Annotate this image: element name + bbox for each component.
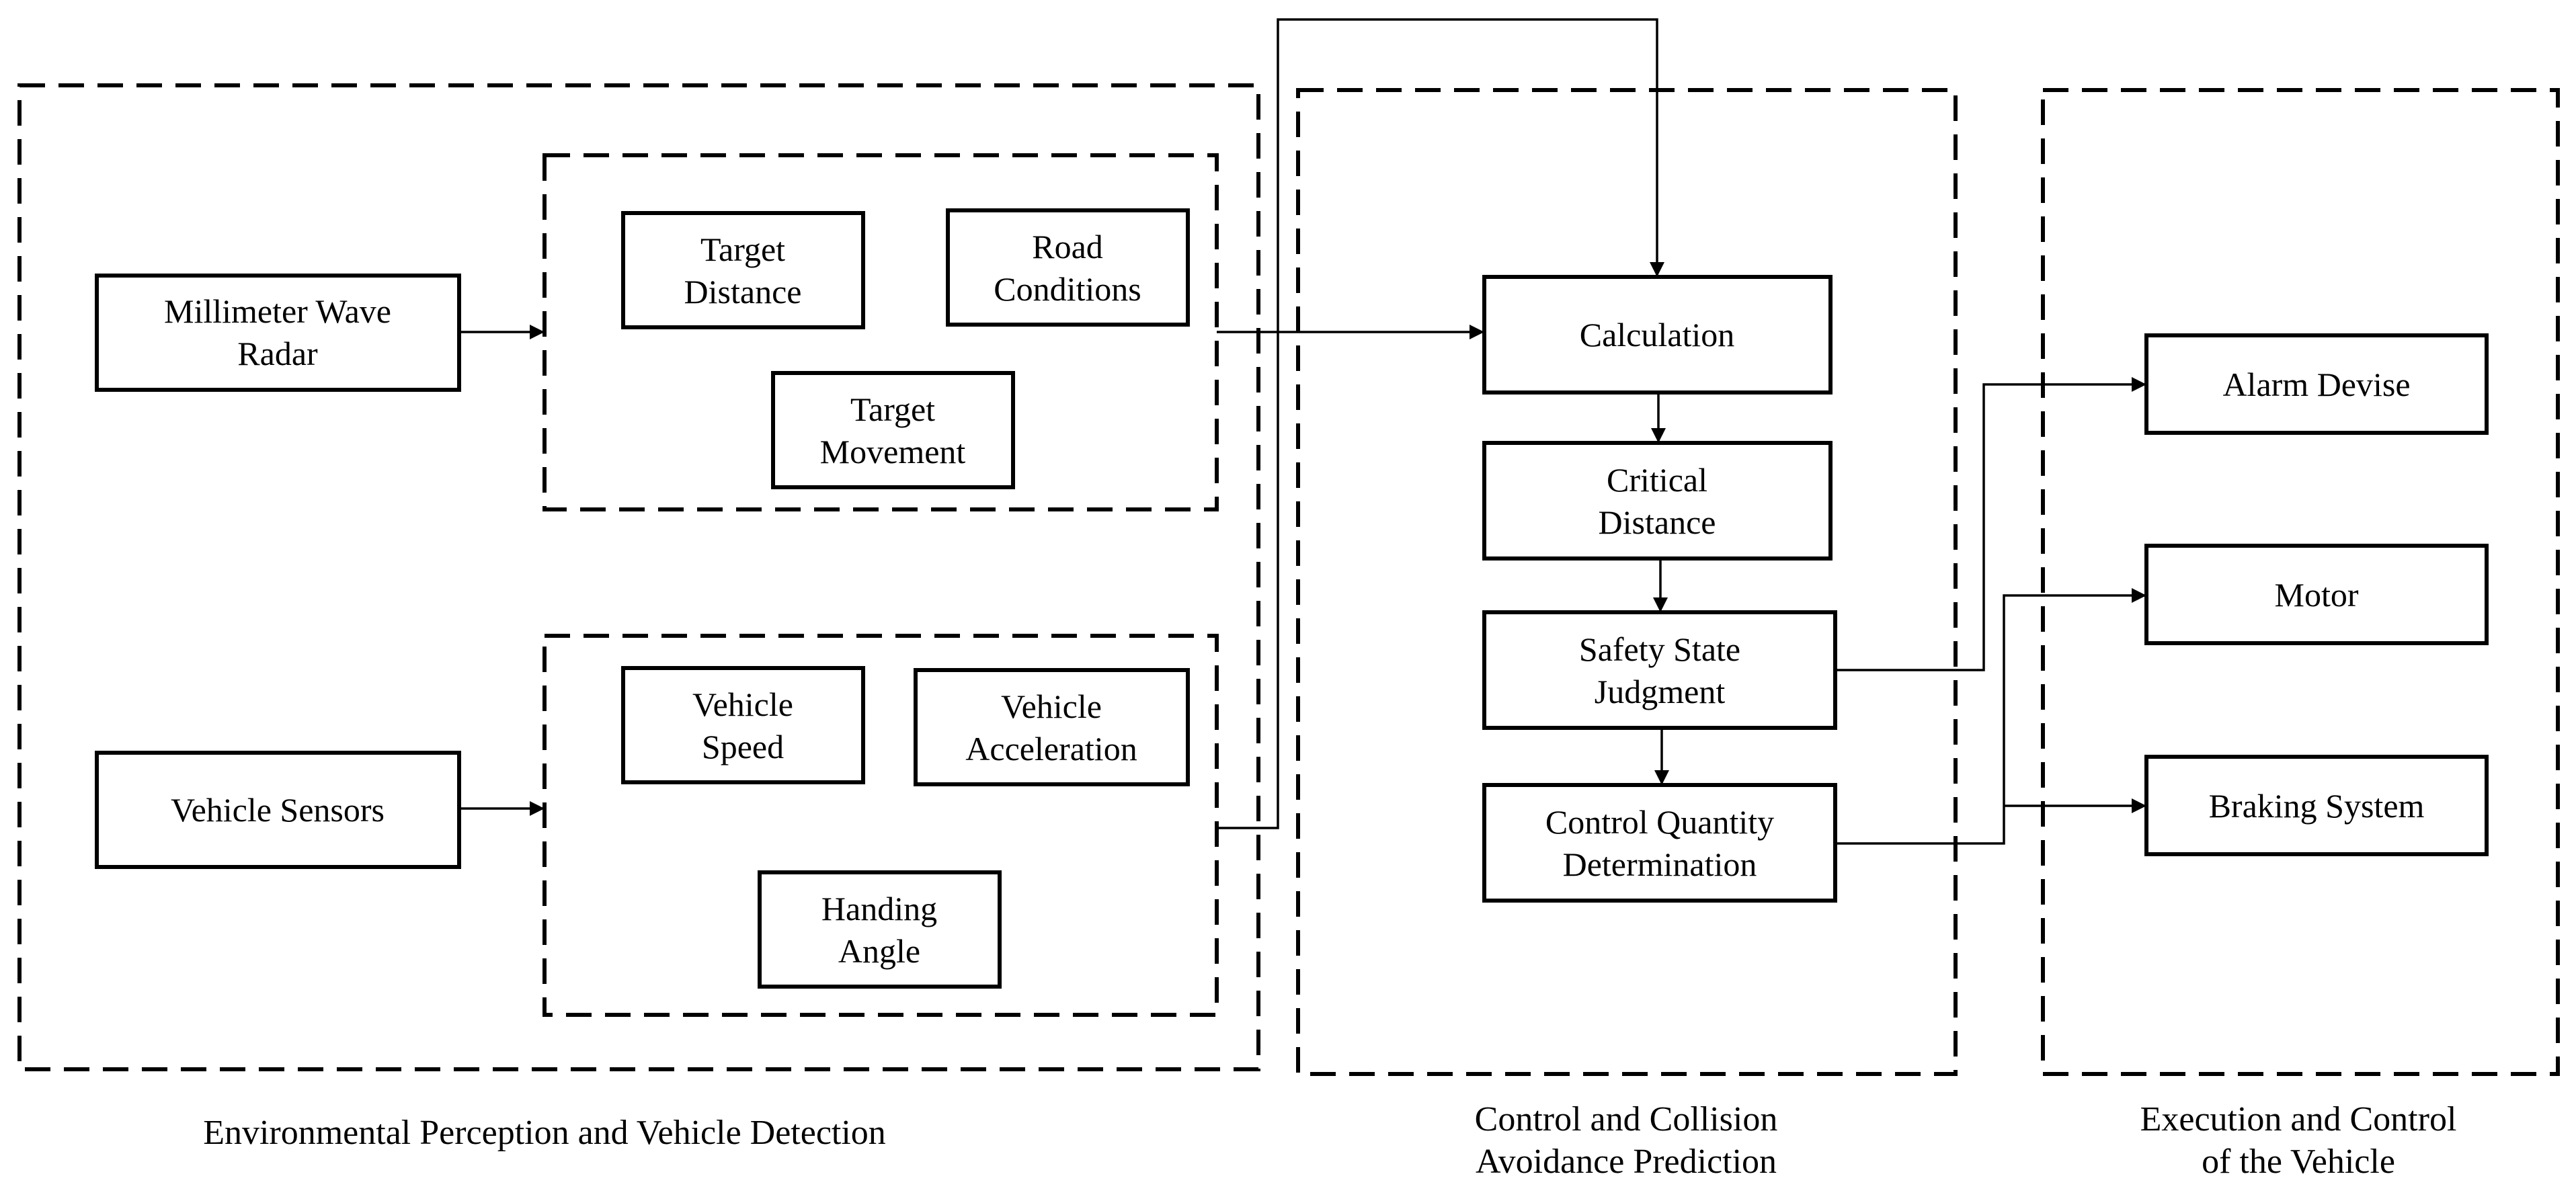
prediction-caption-line2: Avoidance Prediction [1476, 1143, 1777, 1181]
road-conditions-line1: Road [1032, 228, 1103, 265]
control-quantity-box: Control Quantity Determination [1482, 783, 1837, 903]
vehicle-acceleration-line1: Vehicle [1001, 688, 1102, 725]
vehicle-sensors-label: Vehicle Sensors [171, 791, 385, 829]
control-quantity-line2: Determination [1563, 845, 1757, 883]
braking-system-label: Braking System [2209, 787, 2425, 825]
safety-state-box: Safety State Judgment [1482, 610, 1837, 730]
target-movement-line2: Movement [820, 433, 966, 470]
execution-caption-line1: Execution and Control [2140, 1100, 2457, 1138]
radar-label-line2: Radar [237, 335, 318, 372]
safety-to-alarm-arrow [1835, 377, 2146, 671]
prediction-caption-line1: Control and Collision [1475, 1100, 1778, 1138]
calculation-label: Calculation [1580, 316, 1735, 354]
safety-state-line1: Safety State [1579, 630, 1740, 668]
vehicle-sensors-box: Vehicle Sensors [95, 751, 461, 869]
target-distance-line2: Distance [684, 273, 802, 310]
alarm-devise-box: Alarm Devise [2144, 333, 2489, 435]
motor-box: Motor [2144, 544, 2489, 645]
critical-distance-line1: Critical [1607, 461, 1707, 499]
prediction-group [1296, 88, 1958, 1076]
radar-box: Millimeter Wave Radar [95, 274, 461, 392]
target-distance-box: Target Distance [621, 211, 865, 329]
handing-angle-line1: Handing [821, 890, 937, 927]
handing-angle-line2: Angle [838, 932, 920, 970]
alarm-devise-label: Alarm Devise [2222, 366, 2410, 403]
vehicle-acceleration-line2: Acceleration [965, 730, 1137, 768]
handing-angle-box: Handing Angle [758, 870, 1002, 989]
vehicle-speed-box: Vehicle Speed [621, 666, 865, 784]
critical-distance-line2: Distance [1599, 503, 1716, 541]
road-conditions-box: Road Conditions [946, 208, 1190, 327]
perception-group [17, 83, 1260, 1071]
execution-caption-line2: of the Vehicle [2202, 1143, 2395, 1181]
radar-label-line1: Millimeter Wave [164, 292, 391, 330]
control-quantity-line1: Control Quantity [1545, 803, 1774, 841]
braking-system-box: Braking System [2144, 755, 2489, 856]
perception-caption: Environmental Perception and Vehicle Det… [203, 1114, 886, 1152]
control-to-motor-arrow [1835, 588, 2146, 845]
motor-label: Motor [2275, 576, 2359, 614]
critical-distance-box: Critical Distance [1482, 441, 1833, 561]
road-conditions-line2: Conditions [994, 270, 1141, 308]
calculation-box: Calculation [1482, 275, 1833, 395]
vehicle-acceleration-box: Vehicle Acceleration [914, 668, 1190, 786]
vehicle-speed-line2: Speed [702, 728, 784, 765]
target-distance-line1: Target [700, 231, 785, 268]
sensor-outputs-to-calculation-arrow [1217, 18, 1664, 829]
sensor-outputs-group [542, 634, 1219, 1017]
target-movement-line1: Target [850, 390, 935, 428]
vehicle-speed-line1: Vehicle [692, 686, 793, 723]
execution-group [2041, 88, 2560, 1076]
safety-state-line2: Judgment [1595, 673, 1726, 710]
target-movement-box: Target Movement [771, 371, 1015, 489]
